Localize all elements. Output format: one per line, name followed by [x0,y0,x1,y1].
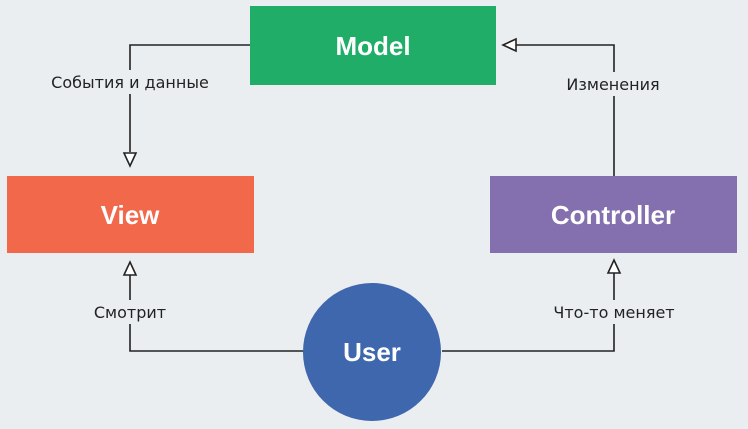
edge-model-to-view [122,44,250,168]
user-circle [303,283,441,421]
controller-box [490,176,737,253]
edge-label-model-to-view: События и данные [51,73,209,92]
edge-line-controller-to-model [516,44,615,176]
arrowhead-into-controller-bottom [606,258,622,274]
user-label: User [343,337,401,367]
edge-line-model-to-view [129,44,250,152]
arrowhead-into-view-bottom [122,260,138,276]
edge-label-controller-to-model: Изменения [566,75,659,94]
node-user: User [303,283,441,421]
arrowhead-into-model-right [501,37,517,53]
edge-label-user-to-controller: Что-то меняет [553,303,674,322]
edge-label-user-to-view: Смотрит [94,303,166,322]
controller-label: Controller [551,200,675,230]
node-model: Model [250,6,496,85]
view-box [7,176,254,253]
edge-controller-to-model [501,37,615,176]
edge-line-user-to-controller [442,273,615,352]
arrowhead-into-view-top [122,152,138,168]
node-controller: Controller [490,176,737,253]
model-box [250,6,496,85]
view-label: View [101,200,161,230]
model-label: Model [335,31,410,61]
node-view: View [7,176,254,253]
edge-user-to-controller [442,258,622,352]
